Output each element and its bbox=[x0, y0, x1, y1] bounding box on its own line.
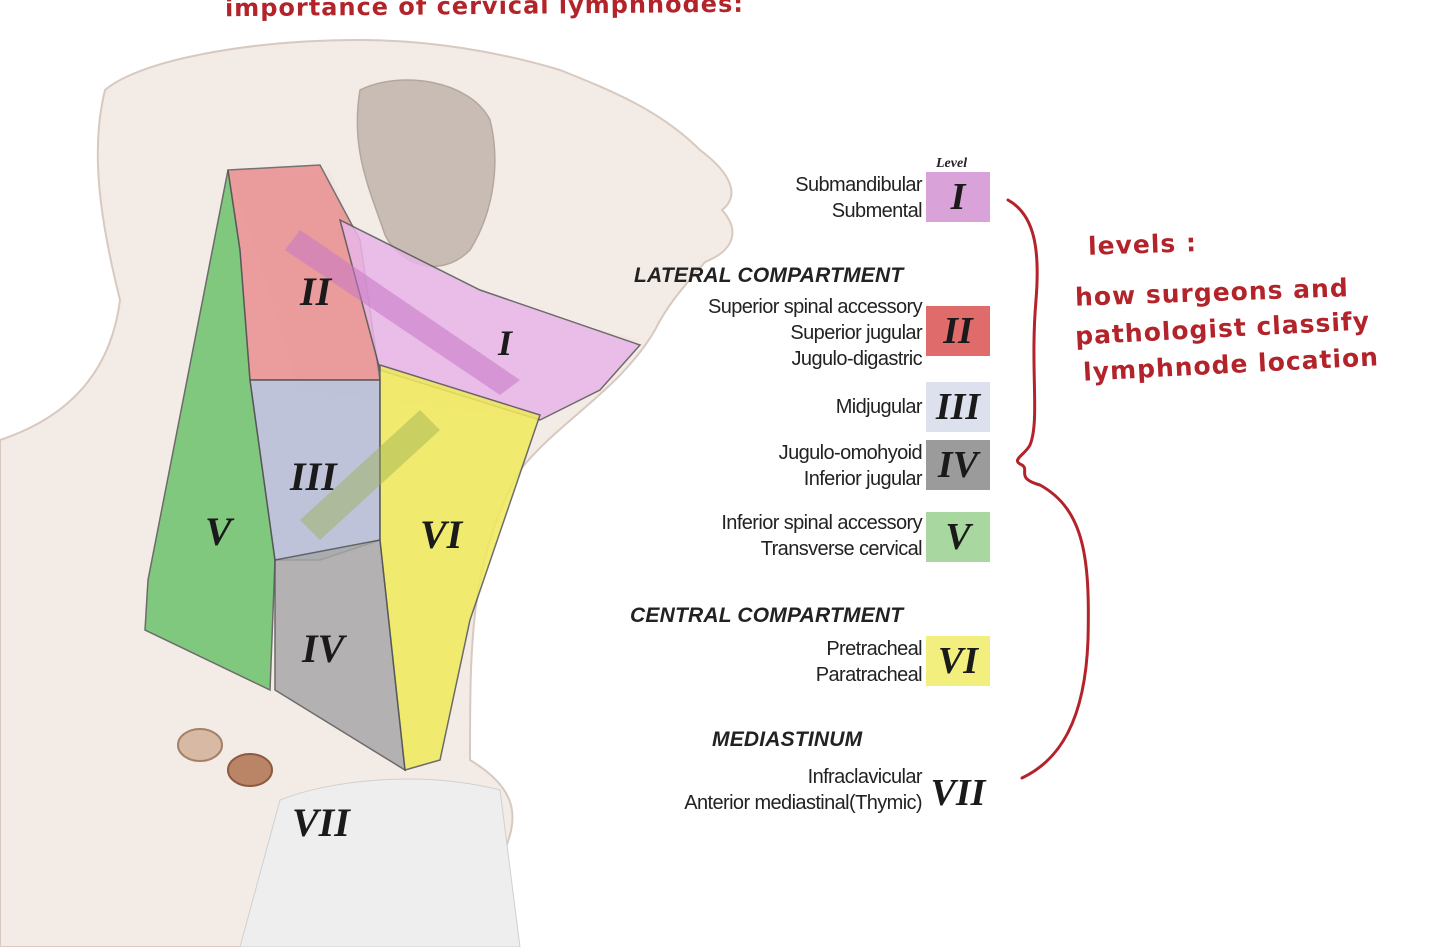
legend-row-II: Superior spinal accessory Superior jugul… bbox=[580, 294, 990, 374]
swatch-I: I bbox=[926, 172, 990, 222]
legend-label: Infraclavicular bbox=[807, 766, 923, 788]
zone-label-VI: VI bbox=[420, 512, 464, 557]
swatch-VII: VII bbox=[926, 768, 990, 818]
legend-label: Inferior spinal accessory bbox=[721, 512, 922, 534]
ear-shape bbox=[356, 79, 496, 268]
zone-VI bbox=[379, 363, 541, 771]
swatch-II: II bbox=[926, 306, 990, 356]
legend-row-I: Submandibular Submental I bbox=[580, 172, 990, 226]
heading-central-compartment: CENTRAL COMPARTMENT bbox=[630, 604, 904, 627]
legend-label: Midjugular bbox=[835, 396, 923, 418]
legend-labels: Infraclavicular Anterior mediastinal(Thy… bbox=[684, 764, 922, 816]
legend-row-V: Inferior spinal accessory Transverse cer… bbox=[580, 510, 990, 564]
legend-labels: Inferior spinal accessory Transverse cer… bbox=[721, 510, 922, 562]
legend-label: Transverse cervical bbox=[760, 538, 923, 560]
legend-labels: Jugulo-omohyoid Inferior jugular bbox=[778, 440, 923, 492]
legend-row-VII: Infraclavicular Anterior mediastinal(Thy… bbox=[580, 764, 990, 818]
heading-lateral-compartment: LATERAL COMPARTMENT bbox=[634, 264, 904, 287]
swatch-III: III bbox=[926, 382, 990, 432]
legend-label: Submandibular bbox=[795, 174, 922, 196]
legend-label: Superior spinal accessory bbox=[708, 296, 923, 318]
shoulder-shape bbox=[239, 778, 521, 947]
clavicle-right bbox=[227, 753, 273, 787]
annotation-line-3: lymphnode location bbox=[1082, 342, 1380, 387]
swatch-V: V bbox=[926, 512, 990, 562]
zone-label-III: III bbox=[289, 454, 338, 499]
legend-label: Pretracheal bbox=[826, 638, 922, 660]
legend-label: Submental bbox=[831, 200, 923, 222]
muscle-strap bbox=[285, 230, 520, 395]
zone-label-VII: VII bbox=[292, 800, 351, 845]
heading-mediastinum: MEDIASTINUM bbox=[712, 728, 863, 751]
zone-label-II: II bbox=[299, 269, 333, 314]
level-caption: Level bbox=[936, 156, 968, 171]
legend-labels: Pretracheal Paratracheal bbox=[815, 636, 923, 688]
legend-row-VI: Pretracheal Paratracheal VI bbox=[580, 636, 990, 690]
muscle-band bbox=[300, 410, 440, 540]
legend-label: Superior jugular bbox=[790, 322, 922, 344]
zone-label-I: I bbox=[497, 323, 514, 363]
legend-label: Jugulo-omohyoid bbox=[778, 442, 923, 464]
legend-row-III: Midjugular III bbox=[580, 382, 990, 432]
annotation-line-1: how surgeons and bbox=[1074, 273, 1350, 312]
legend-label: Anterior mediastinal(Thymic) bbox=[684, 792, 922, 814]
legend-labels: Superior spinal accessory Superior jugul… bbox=[708, 294, 923, 372]
legend-row-IV: Jugulo-omohyoid Inferior jugular IV bbox=[580, 440, 990, 494]
legend-labels: Midjugular bbox=[835, 394, 923, 420]
legend-label: Paratracheal bbox=[815, 664, 923, 686]
clavicle-left bbox=[177, 728, 223, 762]
annotation-heading: levels : bbox=[1087, 228, 1198, 261]
zone-label-V: V bbox=[205, 509, 235, 554]
neck-levels-illustration: II I III V VI IV VII bbox=[0, 38, 734, 947]
legend-label: Inferior jugular bbox=[803, 468, 923, 490]
swatch-VI: VI bbox=[926, 636, 990, 686]
legend-label: Jugulo-digastric bbox=[791, 348, 923, 370]
zone-label-IV: IV bbox=[301, 626, 348, 671]
legend-labels: Submandibular Submental bbox=[795, 172, 922, 224]
swatch-IV: IV bbox=[926, 440, 990, 490]
